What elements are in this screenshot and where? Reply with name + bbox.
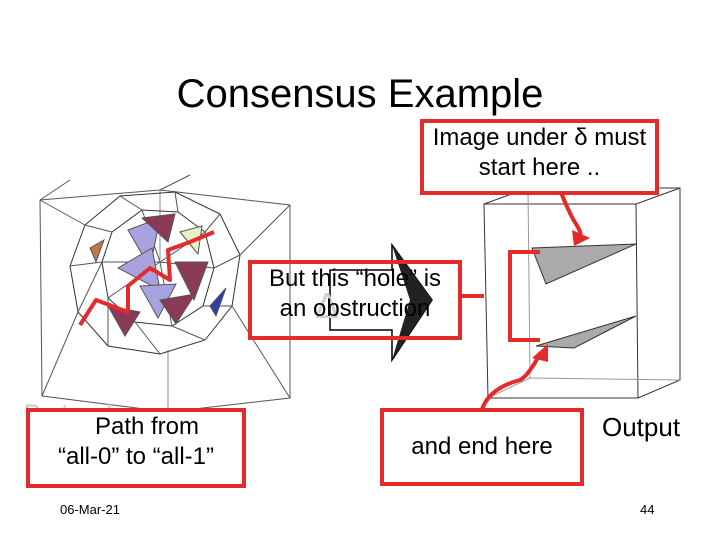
footer-page-number: 44 — [640, 502, 655, 517]
delta-map-arrow: Δ — [315, 242, 433, 363]
footer-date: 06-Mar-21 — [60, 502, 120, 517]
callout-line-2: start here .. — [478, 154, 601, 181]
protocol-complex — [39, 174, 291, 413]
svg-text:Δ: Δ — [315, 285, 339, 326]
callout-text: and end here — [411, 433, 553, 460]
callout-line-1: Path from — [94, 413, 200, 440]
red-connectors — [460, 189, 583, 421]
path-callout: Path from “all-0” to “all-1” — [26, 408, 246, 488]
callout-line-1: Image under δ must — [432, 124, 647, 151]
callout-line-2: “all-0” to “all-1” — [57, 443, 215, 470]
output-label: Output — [602, 412, 681, 442]
callout-line-1: But this “hole” is — [268, 265, 442, 292]
slide-title: Consensus Example — [176, 72, 544, 116]
hole-obstruction-callout: But this “hole” is an obstruction — [248, 260, 462, 340]
path-through-complex — [78, 230, 215, 327]
image-under-delta-callout: Image under δ must start here .. — [420, 119, 659, 195]
callout-line-2: an obstruction — [279, 295, 431, 322]
end-here-callout: and end here — [380, 408, 584, 486]
output-complex — [483, 187, 681, 399]
